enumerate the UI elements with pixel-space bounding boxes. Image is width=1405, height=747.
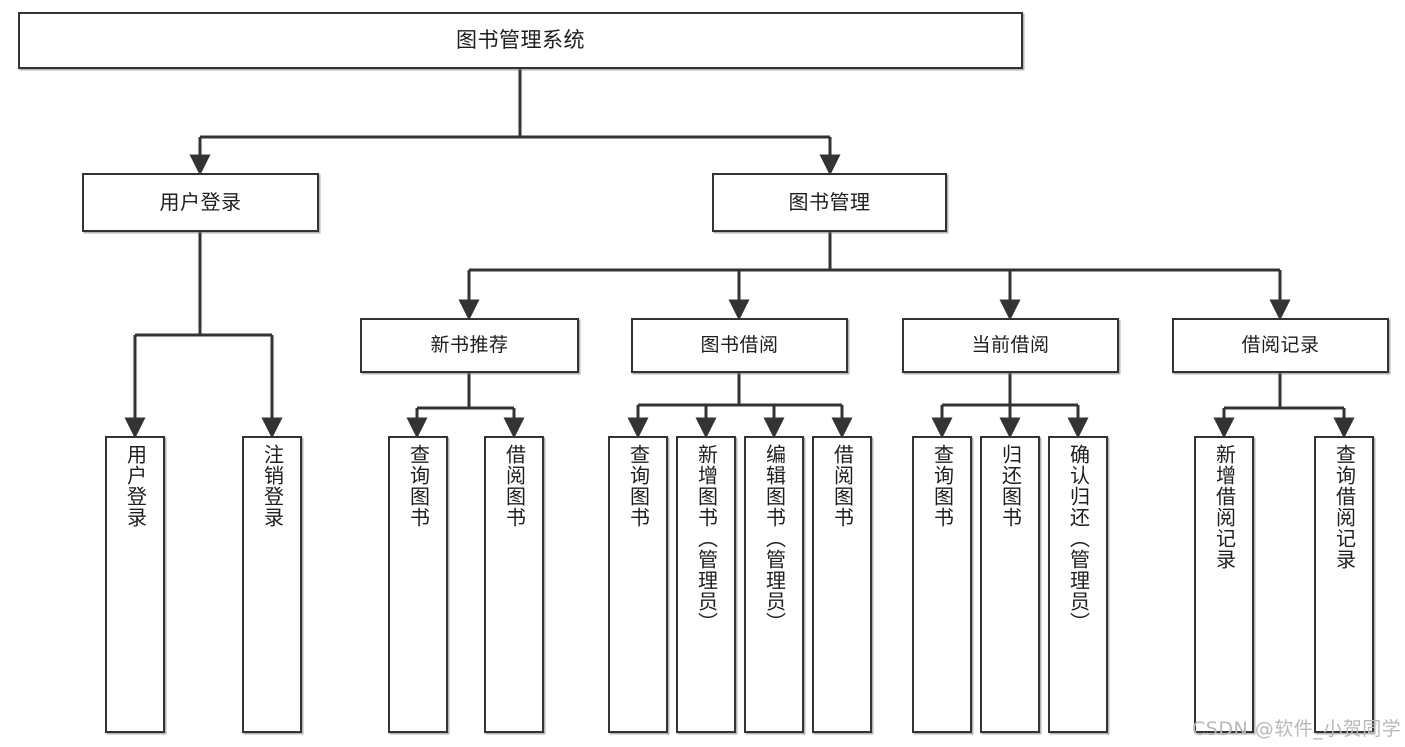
leaf-query-book-current[interactable]: 查询图书: [912, 436, 972, 733]
leaf-add-book-admin[interactable]: 新增图书（管理员）: [676, 436, 736, 733]
leaf-query-book-borrow[interactable]: 查询图书: [608, 436, 668, 733]
node-label: 查询图书: [930, 444, 955, 528]
node-label: 确认归还（管理员）: [1066, 444, 1091, 633]
node-label: 借阅图书: [830, 444, 855, 528]
leaf-query-book-recommend[interactable]: 查询图书: [388, 436, 448, 733]
node-book-borrow[interactable]: 图书借阅: [631, 318, 848, 373]
leaf-borrow-book[interactable]: 借阅图书: [812, 436, 872, 733]
csdn-watermark: CSDN @软件_小贺同学: [1192, 718, 1402, 740]
node-label: 图书管理: [788, 189, 871, 214]
leaf-borrow-book-recommend[interactable]: 借阅图书: [484, 436, 544, 733]
node-book-manage[interactable]: 图书管理: [712, 173, 947, 232]
node-label: 归还图书: [998, 444, 1023, 528]
node-label: 图书管理系统: [456, 28, 585, 53]
node-label: 新增图书（管理员）: [694, 444, 719, 633]
leaf-return-book[interactable]: 归还图书: [980, 436, 1040, 733]
node-label: 查询借阅记录: [1332, 444, 1357, 570]
leaf-user-login[interactable]: 用户登录: [105, 436, 165, 733]
node-label: 注销登录: [260, 444, 285, 528]
node-label: 借阅记录: [1241, 334, 1320, 357]
node-current-borrow[interactable]: 当前借阅: [902, 318, 1119, 373]
node-label: 用户登录: [123, 444, 148, 528]
node-root-system[interactable]: 图书管理系统: [18, 12, 1023, 69]
leaf-edit-book-admin[interactable]: 编辑图书（管理员）: [744, 436, 804, 733]
node-label: 新增借阅记录: [1212, 444, 1237, 570]
node-label: 查询图书: [626, 444, 651, 528]
node-label: 借阅图书: [502, 444, 527, 528]
node-label: 当前借阅: [971, 334, 1050, 357]
leaf-query-borrow-record[interactable]: 查询借阅记录: [1314, 436, 1374, 733]
leaf-logout[interactable]: 注销登录: [242, 436, 302, 733]
node-label: 查询图书: [406, 444, 431, 528]
node-label: 编辑图书（管理员）: [762, 444, 787, 633]
node-label: 图书借阅: [700, 334, 779, 357]
node-borrow-record[interactable]: 借阅记录: [1172, 318, 1389, 373]
node-user-login[interactable]: 用户登录: [82, 173, 319, 232]
node-label: 用户登录: [159, 189, 242, 214]
leaf-add-borrow-record[interactable]: 新增借阅记录: [1194, 436, 1254, 733]
node-label: 新书推荐: [430, 334, 509, 357]
node-new-book-recommend[interactable]: 新书推荐: [360, 318, 579, 373]
leaf-confirm-return-admin[interactable]: 确认归还（管理员）: [1048, 436, 1108, 733]
